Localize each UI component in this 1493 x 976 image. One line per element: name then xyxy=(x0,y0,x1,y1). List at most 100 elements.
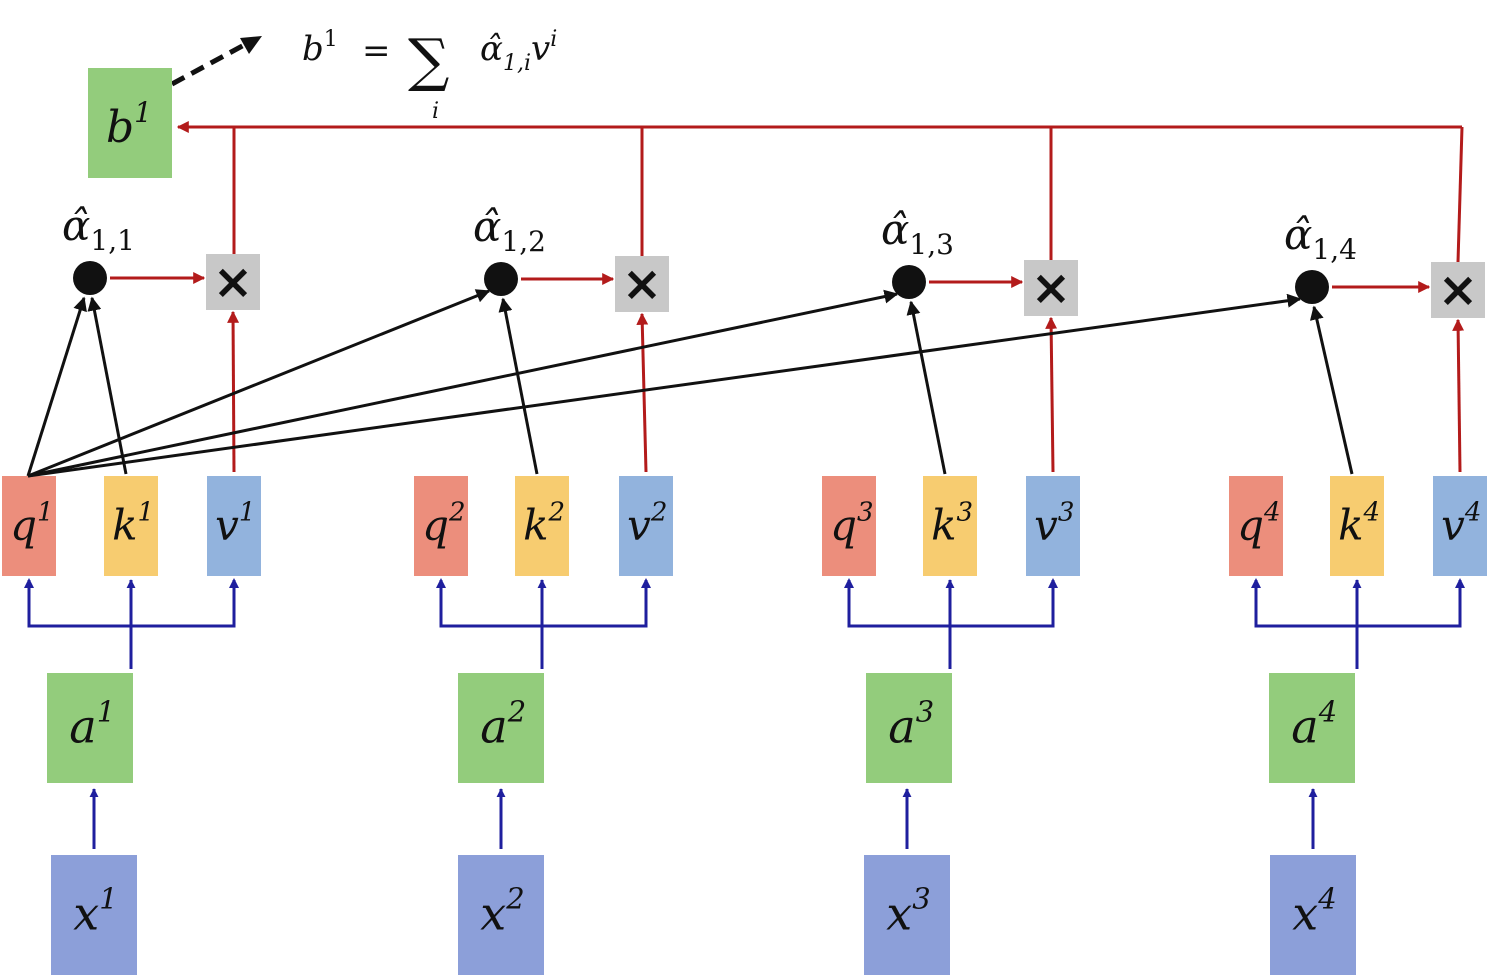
svg-text:b1: b1 xyxy=(106,96,152,153)
x2-box: x2 xyxy=(458,855,544,975)
k2-box: k2 xyxy=(515,476,569,576)
q1-to-alpha-arrow-2 xyxy=(27,289,491,478)
x4-box: x4 xyxy=(1270,855,1356,975)
q3-box: q3 xyxy=(822,476,876,576)
sum-index: i xyxy=(432,99,439,124)
output-b1-box: b1 xyxy=(88,68,172,178)
v4-box-base: v xyxy=(1441,500,1465,549)
formula-equals: = xyxy=(362,31,391,71)
q4-box-base: q xyxy=(1237,500,1264,549)
a3-box: a3 xyxy=(866,673,952,783)
multiply-box-2: × xyxy=(615,256,669,312)
svg-text:q3: q3 xyxy=(830,497,873,549)
multiply-box-1: × xyxy=(206,254,260,310)
q1-box-sup: 1 xyxy=(37,497,54,527)
k3-box-sup: 3 xyxy=(957,497,974,527)
x1-box: x1 xyxy=(51,855,137,975)
multiply-icon-2: × xyxy=(622,256,662,312)
alpha-symbol-1: α̂ xyxy=(62,201,90,250)
k3-box: k3 xyxy=(923,476,977,576)
a-to-v-arrowhead-2 xyxy=(641,578,651,588)
multiply-icon-1: × xyxy=(213,254,253,310)
input-arrows-1 xyxy=(24,578,239,849)
value-arrows-4 xyxy=(1332,281,1465,473)
v4-box: v4 xyxy=(1433,476,1487,576)
svg-text:q1: q1 xyxy=(10,497,53,549)
sum-symbol: ∑ xyxy=(408,26,449,94)
q1-box: q1 xyxy=(2,476,56,576)
x1-box-base: x xyxy=(73,887,99,941)
alpha-sub-4: 1,4 xyxy=(1312,233,1357,266)
multiply-icon-3: × xyxy=(1031,260,1071,316)
k4-box-sup: 4 xyxy=(1363,497,1381,527)
alpha-symbol-4: α̂ xyxy=(1284,210,1312,259)
input-arrows-2 xyxy=(436,578,651,849)
k4-box-base: k xyxy=(1338,500,1363,549)
svg-text:α̂1,ivi: α̂1,ivi xyxy=(480,27,557,76)
a4-box: a4 xyxy=(1269,673,1355,783)
q1-to-alpha-arrow-3 xyxy=(27,289,899,478)
alpha-node-1 xyxy=(73,261,107,295)
v2-box: v2 xyxy=(619,476,673,576)
v2-box-base: v xyxy=(627,500,651,549)
alpha-label-4: α̂1,4 xyxy=(1284,210,1357,266)
alpha-symbol-3: α̂ xyxy=(881,205,909,254)
q4-box-sup: 4 xyxy=(1263,497,1281,527)
x3-box-sup: 3 xyxy=(912,882,930,916)
a3-box-sup: 3 xyxy=(916,695,934,729)
v1-box-base: v xyxy=(215,500,239,549)
formula-v: v xyxy=(531,29,550,69)
value-arrows-3 xyxy=(929,276,1058,473)
a2-box: a2 xyxy=(458,673,544,783)
attention-arrows xyxy=(26,289,1354,478)
a-to-q-arrowhead-3 xyxy=(844,578,854,588)
alpha-sub-1: 1,1 xyxy=(90,224,135,257)
multiply-icon-4: × xyxy=(1438,262,1478,318)
k2-box-base: k xyxy=(523,500,548,549)
a-to-q-arrowhead-2 xyxy=(436,578,446,588)
a-to-q-arrowhead-4 xyxy=(1251,578,1261,588)
q3-box-sup: 3 xyxy=(857,497,874,527)
a-branch-bus-1 xyxy=(27,580,236,628)
q2-box-base: q xyxy=(422,500,449,549)
k4-box: k4 xyxy=(1330,476,1384,576)
b-to-formula-arrowhead xyxy=(240,36,262,54)
q1-to-alpha-arrow-4 xyxy=(27,293,1302,478)
k-to-alpha-arrow-3 xyxy=(906,300,947,475)
a-branch-bus-3 xyxy=(847,580,1055,628)
svg-text:a3: a3 xyxy=(888,695,934,754)
multiply-box-4: × xyxy=(1431,262,1485,318)
k-to-alpha-arrow-4 xyxy=(1309,305,1354,475)
multiply-box-3: × xyxy=(1024,260,1078,316)
x3-box-base: x xyxy=(886,887,912,941)
q2-box-sup: 2 xyxy=(448,497,466,527)
x2-box-base: x xyxy=(480,887,506,941)
a4-box-base: a xyxy=(1291,700,1318,754)
alpha-sub-3: 1,3 xyxy=(909,228,954,261)
output-b-label: b xyxy=(106,102,134,153)
a-to-v-arrowhead-3 xyxy=(1048,578,1058,588)
k-to-alpha-arrow-2 xyxy=(498,297,539,475)
q1-to-alpha-arrow-1 xyxy=(26,296,87,477)
a-to-v-arrowhead-1 xyxy=(229,578,239,588)
x2-box-sup: 2 xyxy=(505,882,524,916)
x4-box-base: x xyxy=(1292,887,1318,941)
k2-box-sup: 2 xyxy=(548,497,566,527)
svg-text:a1: a1 xyxy=(69,695,115,754)
a-branch-bus-4 xyxy=(1254,580,1462,628)
a-to-q-arrowhead-1 xyxy=(24,578,34,588)
alpha-node-3 xyxy=(892,265,926,299)
svg-text:x2: x2 xyxy=(480,882,524,941)
formula-lhs-sup: 1 xyxy=(324,27,338,52)
alpha-symbol-2: α̂ xyxy=(473,202,501,251)
alpha-node-4 xyxy=(1295,270,1329,304)
alpha-label-1: α̂1,1 xyxy=(62,201,135,257)
k1-box-base: k xyxy=(112,500,137,549)
value-arrows-2 xyxy=(521,273,649,473)
svg-text:a4: a4 xyxy=(1291,695,1337,754)
a-branch-bus-2 xyxy=(439,580,648,628)
